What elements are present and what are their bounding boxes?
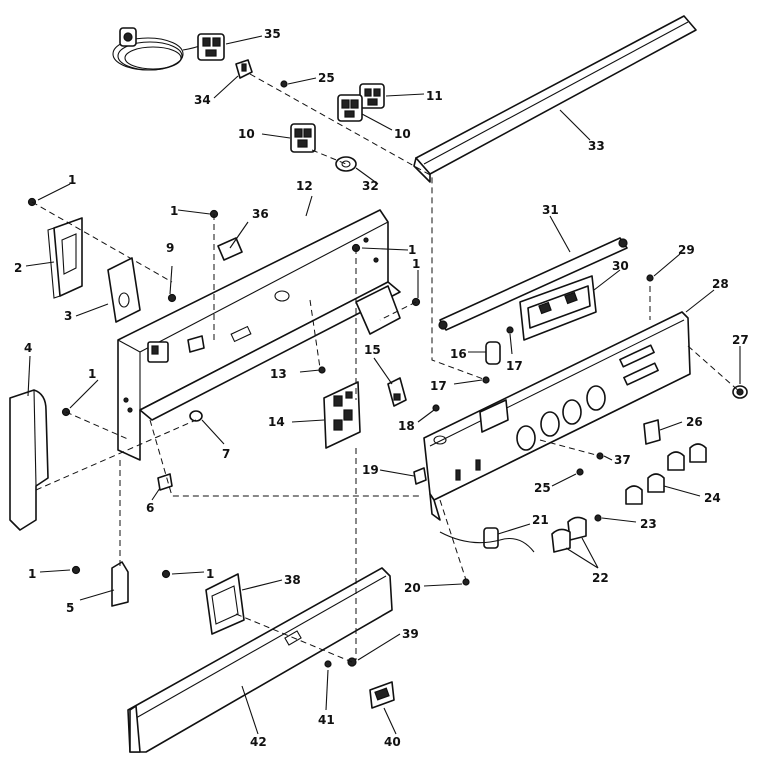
callout-3: 3: [64, 309, 72, 323]
switch-10-right-part: [337, 94, 363, 122]
callout-10: 10: [238, 127, 255, 141]
callout-6: 6: [146, 501, 154, 515]
callout-22: 22: [592, 571, 609, 585]
callout-25: 25: [534, 481, 551, 495]
washer-32-part: [335, 156, 357, 172]
callout-27: 27: [732, 333, 749, 347]
bottom-trim-42-part: [127, 567, 393, 753]
clip-19-part: [413, 467, 427, 485]
callout-34: 34: [194, 93, 211, 107]
callout-38: 38: [284, 573, 301, 587]
callout-13: 13: [270, 367, 287, 381]
grommet-7-part: [189, 410, 203, 422]
clock-38-part: [205, 573, 245, 635]
control-board-14-part: [323, 381, 361, 449]
wire-clip-21-part: [439, 527, 535, 553]
callout-26: 26: [686, 415, 703, 429]
callout-14: 14: [268, 415, 285, 429]
screw-25-top-part: [280, 80, 288, 88]
screw-29-part: [646, 274, 654, 282]
screw-25-lower-part: [576, 468, 584, 476]
clip-26-part: [643, 419, 661, 445]
callout-1: 1: [68, 173, 76, 187]
callout-12: 12: [296, 179, 313, 193]
callout-32: 32: [362, 179, 379, 193]
callout-16: 16: [450, 347, 467, 361]
callout-7: 7: [222, 447, 230, 461]
screw-23-part: [594, 514, 602, 522]
callout-25: 25: [318, 71, 335, 85]
knobs-24-part: [625, 443, 707, 505]
callout-36: 36: [252, 207, 269, 221]
bracket-2-part: [47, 217, 83, 299]
callout-23: 23: [640, 517, 657, 531]
callout-9: 9: [166, 241, 174, 255]
callout-labels: 1 1 1 1 1 1 1 2 3 4 5 6 7 9 10 10 11 12 …: [14, 27, 749, 749]
screws-1-part: [27, 197, 421, 579]
callout-37: 37: [614, 453, 631, 467]
callout-20: 20: [404, 581, 421, 595]
clip-6-part: [157, 473, 173, 491]
callout-5: 5: [66, 601, 74, 615]
switch-10-left-part: [290, 123, 316, 153]
callout-1: 1: [408, 243, 416, 257]
callout-17: 17: [506, 359, 523, 373]
knobs-22-part: [551, 516, 587, 553]
callout-15: 15: [364, 343, 381, 357]
screw-18-part: [432, 404, 440, 412]
thermostat-capillary-part: [112, 27, 203, 71]
leader-lines: [25, 35, 741, 735]
callout-35: 35: [264, 27, 281, 41]
top-trim-33-part: [413, 15, 697, 183]
callout-1: 1: [206, 567, 214, 581]
callout-24: 24: [704, 491, 721, 505]
callout-10: 10: [394, 127, 411, 141]
callout-41: 41: [318, 713, 335, 727]
callout-17: 17: [430, 379, 447, 393]
callout-29: 29: [678, 243, 695, 257]
thermostat-part: [197, 33, 225, 61]
backguard-panel-12-part: [117, 209, 401, 461]
callout-39: 39: [402, 627, 419, 641]
callout-31: 31: [542, 203, 559, 217]
callout-1: 1: [412, 257, 420, 271]
switch-11-part: [359, 83, 385, 109]
lamp-socket-9-part: [147, 335, 205, 363]
bracket-3-part: [107, 257, 141, 323]
callout-28: 28: [712, 277, 729, 291]
callout-1: 1: [170, 204, 178, 218]
bracket-34-part: [235, 59, 253, 79]
callout-21: 21: [532, 513, 549, 527]
callout-2: 2: [14, 261, 22, 275]
callout-4: 4: [24, 341, 32, 355]
callout-40: 40: [384, 735, 401, 749]
bracket-5-part: [111, 561, 129, 607]
light-fixture-30-part: [519, 275, 597, 341]
assembly-lines: [31, 73, 741, 663]
callout-11: 11: [426, 89, 443, 103]
callout-33: 33: [588, 139, 605, 153]
callout-1: 1: [88, 367, 96, 381]
callout-19: 19: [362, 463, 379, 477]
plug-40-part: [369, 681, 395, 709]
callout-18: 18: [398, 419, 415, 433]
screw-41-part: [324, 660, 332, 668]
callout-1: 1: [28, 567, 36, 581]
plate-36-part: [217, 237, 243, 261]
clip-15-part: [387, 377, 407, 407]
callout-42: 42: [250, 735, 267, 749]
fuse-16-part: [485, 341, 501, 365]
end-cap-4-part: [9, 389, 49, 531]
fluorescent-tube-31-part: [438, 237, 628, 331]
callout-30: 30: [612, 259, 629, 273]
control-panel-28-part: [423, 311, 691, 521]
